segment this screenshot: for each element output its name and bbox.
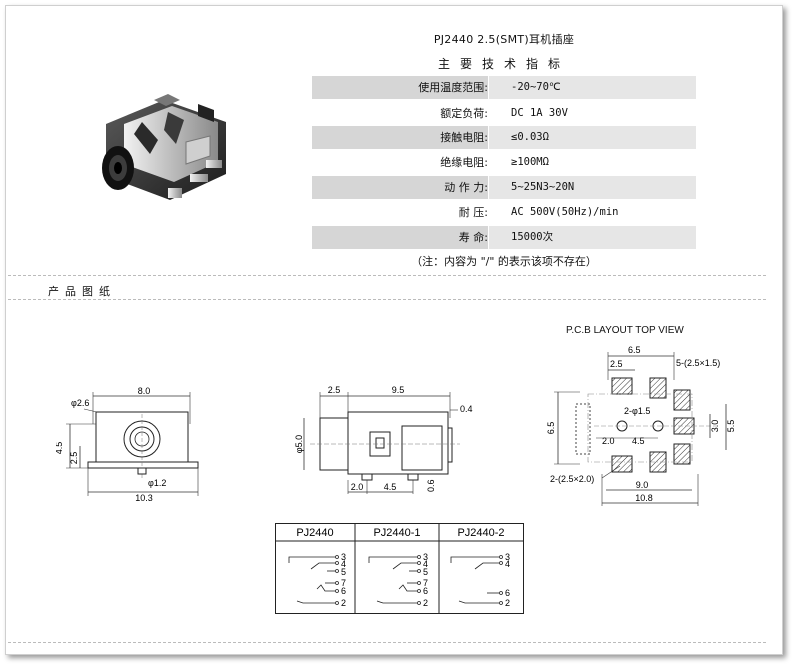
spec-row-rated-load: 额定负荷: DC 1A 30V (312, 102, 696, 125)
spec-row-life: 寿 命: 15000次 (312, 226, 696, 249)
dim-pcb-pads5: 5-(2.5×1.5) (676, 358, 720, 368)
spec-label: 使用温度范围: (418, 81, 488, 94)
dim-bottom-2: 4.5 (384, 482, 397, 492)
spec-label: 绝缘电阻: (440, 156, 488, 169)
pin-label: 3 (423, 552, 428, 562)
pin-label: 3 (341, 552, 346, 562)
dim-body: 9.5 (392, 385, 405, 395)
spec-value: ≥100MΩ (511, 156, 549, 168)
dim-pcb-a: 2.0 (602, 436, 615, 446)
dim-hole: φ2.6 (71, 398, 89, 408)
pin-label: 2 (341, 598, 346, 608)
divider-line (8, 642, 766, 643)
dim-bottom-1: 2.0 (351, 482, 364, 492)
spec-row-insulation: 绝缘电阻: ≥100MΩ (312, 151, 696, 174)
dim-pcb-pads2: 2-(2.5×2.0) (550, 474, 594, 484)
dim-pcb-v1: 3.0 (710, 420, 720, 433)
pin-label: 5 (341, 567, 346, 577)
spec-row-contact-resistance: 接触电阻: ≤0.03Ω (312, 126, 696, 149)
pcb-layout-drawing: 6.5 2.5 5-(2.5×1.5) 2-φ1.5 6.5 3.0 5.5 2… (546, 345, 736, 506)
spec-row-force: 动 作 力: 5~25N3~20N (312, 176, 696, 199)
spec-row-voltage: 耐 压: AC 500V(50Hz)/min (312, 201, 696, 224)
spec-label: 额定负荷: (440, 107, 488, 120)
schematic-header-3: PJ2440-2 (457, 527, 504, 539)
spec-row-temperature: 使用温度范围: -20~70℃ (312, 76, 696, 99)
pin-label: 6 (423, 586, 428, 596)
spec-value: DC 1A 30V (511, 107, 568, 119)
pin-label: 5 (423, 567, 428, 577)
dim-height-1: 4.5 (56, 442, 64, 455)
pin-label: 7 (423, 578, 428, 588)
schematic-table: PJ2440 PJ2440-1 PJ2440-2 3 4 5 7 6 2 3 4… (275, 523, 524, 614)
pin-label: 6 (505, 588, 510, 598)
pin-label: 2 (505, 598, 510, 608)
spec-note: （注：内容为 "/" 的表示该项不存在） (411, 255, 597, 268)
spec-value: 15000次 (489, 226, 696, 249)
dim-nose: 2.5 (328, 385, 341, 395)
front-view-drawing: 8.0 φ2.6 4.5 2.5 φ1.2 10.3 (56, 386, 199, 502)
spec-label: 动 作 力: (444, 181, 488, 194)
pin-label: 2 (423, 598, 428, 608)
dim-height-2: 2.5 (69, 452, 79, 465)
pin-label: 4 (505, 559, 510, 569)
dim-bottom-3: 0.6 (426, 479, 436, 492)
dim-pcb-height: 6.5 (546, 422, 556, 435)
spec-label: 寿 命: (458, 231, 488, 244)
pin-label: 4 (341, 559, 346, 569)
pin-label: 3 (505, 552, 510, 562)
dim-pin: φ1.2 (148, 478, 166, 488)
schematic-header-2: PJ2440-1 (373, 527, 420, 539)
side-view-drawing: 2.5 9.5 0.4 φ5.0 2.0 4.5 0.6 (294, 385, 473, 494)
spec-label: 耐 压: (458, 206, 488, 219)
page-title: PJ2440 2.5(SMT)耳机插座 (433, 33, 575, 46)
dim-pin-thick: 0.4 (460, 404, 473, 414)
dim-pcb-v2: 5.5 (726, 420, 736, 433)
pcb-layout-title: P.C.B LAYOUT TOP VIEW (566, 325, 684, 336)
spec-value: AC 500V(50Hz)/min (511, 206, 619, 218)
dim-pcb-pad: 2.5 (610, 359, 623, 369)
pin-label: 6 (341, 586, 346, 596)
spec-subtitle: 主要技术指标 (437, 57, 570, 71)
spec-value: ≤0.03Ω (489, 126, 696, 149)
dim-diameter: φ5.0 (294, 435, 304, 453)
schematic-header-1: PJ2440 (296, 527, 333, 539)
dim-base: 10.3 (135, 493, 153, 502)
dim-pcb-w2: 9.0 (636, 480, 649, 490)
spec-value: -20~70℃ (489, 76, 696, 99)
spec-value: 5~25N3~20N (489, 176, 696, 199)
dim-pcb-b: 4.5 (632, 436, 645, 446)
dim-pcb-w3: 10.8 (635, 493, 653, 503)
product-photo (102, 94, 226, 200)
divider-line (8, 299, 766, 300)
pin-label: 7 (341, 578, 346, 588)
section-title: 产品图纸 (48, 285, 116, 298)
dim-width: 8.0 (138, 386, 151, 396)
dim-pcb-width: 6.5 (628, 345, 641, 355)
divider-line (8, 275, 766, 276)
pin-label: 4 (423, 559, 428, 569)
dim-pcb-hole: 2-φ1.5 (624, 406, 650, 416)
spec-label: 接触电阻: (440, 131, 488, 144)
